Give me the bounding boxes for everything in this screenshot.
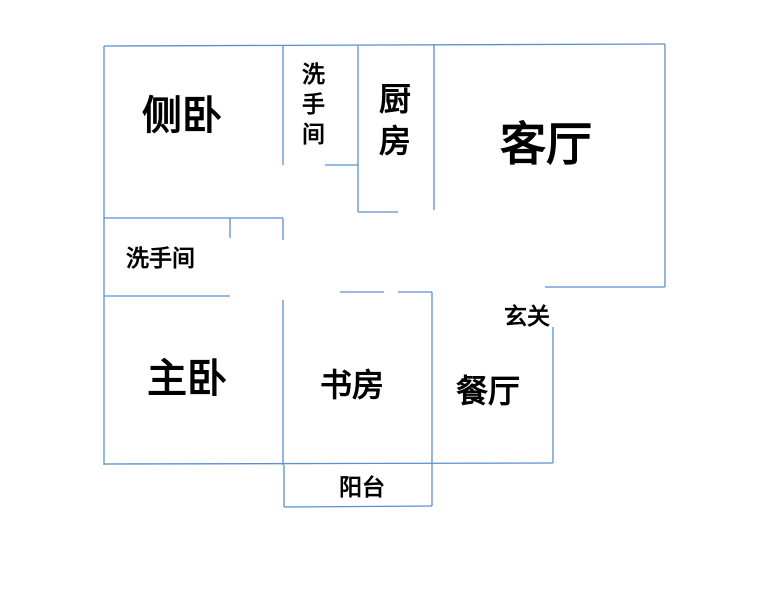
room-label-side-bedroom: 侧卧 bbox=[142, 93, 222, 139]
room-label-living-room: 客厅 bbox=[500, 117, 592, 171]
room-label-dining-room: 餐厅 bbox=[456, 372, 521, 410]
room-label-char: 厨 bbox=[379, 80, 412, 118]
room-label-entrance: 玄关 bbox=[504, 304, 550, 330]
room-label-study: 书房 bbox=[320, 366, 385, 404]
wall bbox=[103, 462, 554, 465]
wall bbox=[283, 505, 433, 508]
room-label-bathroom-top: 洗 手 间 bbox=[302, 60, 325, 150]
room-label-balcony: 阳台 bbox=[339, 475, 385, 501]
room-label-char: 间 bbox=[302, 122, 325, 148]
room-label-char: 洗 bbox=[302, 62, 325, 88]
room-label-bathroom-left: 洗手间 bbox=[126, 246, 195, 272]
wall bbox=[103, 43, 666, 47]
room-label-kitchen: 厨 房 bbox=[379, 78, 411, 162]
room-label-char: 手 bbox=[302, 92, 325, 118]
room-label-master-bedroom: 主卧 bbox=[147, 356, 227, 402]
room-label-char: 房 bbox=[379, 122, 412, 160]
